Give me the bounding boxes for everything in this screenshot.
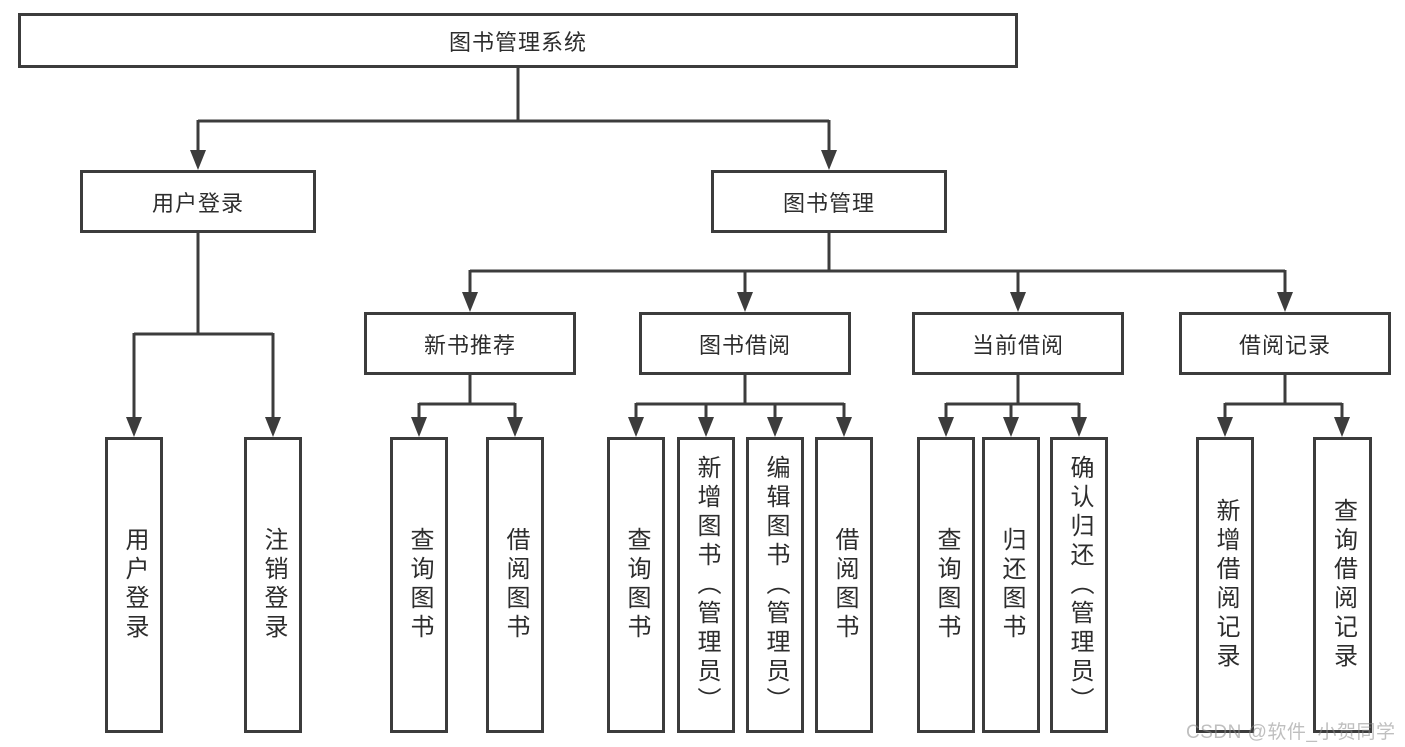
node-new-book-recommend-label: 新书推荐 <box>423 332 516 358</box>
node-library-management-system-label: 图书管理系统 <box>448 29 587 55</box>
node-book-management: 图书管理 <box>711 170 947 233</box>
node-current-borrow: 当前借阅 <box>912 312 1124 375</box>
leaf-add-borrow-record: 新增借阅记录 <box>1196 437 1254 733</box>
node-borrow-records: 借阅记录 <box>1179 312 1391 375</box>
arrow-down-icon <box>737 292 753 312</box>
arrow-down-icons <box>126 150 1350 437</box>
leaf-query-books-recommend: 查询图书 <box>390 437 448 733</box>
leaf-add-book-admin: 新增图书（管理员） <box>677 437 735 733</box>
arrow-down-icon <box>1010 292 1026 312</box>
leaf-query-borrow-record-label: 查询借阅记录 <box>1329 498 1357 672</box>
arrow-down-icon <box>1277 292 1293 312</box>
leaf-return-book-label: 归还图书 <box>998 527 1025 643</box>
node-current-borrow-label: 当前借阅 <box>971 332 1064 358</box>
leaf-query-borrow-record: 查询借阅记录 <box>1313 437 1372 733</box>
leaf-query-books-current: 查询图书 <box>917 437 975 733</box>
node-borrow-records-label: 借阅记录 <box>1238 332 1331 358</box>
leaf-add-book-admin-label: 新增图书（管理员） <box>693 454 720 716</box>
node-user-login: 用户登录 <box>80 170 316 233</box>
node-book-borrow-label: 图书借阅 <box>698 332 791 358</box>
leaf-logout: 注销登录 <box>244 437 302 733</box>
arrow-down-icon <box>462 292 478 312</box>
arrow-down-icon <box>1217 417 1233 437</box>
arrow-down-icon <box>938 417 954 437</box>
leaf-confirm-return-admin: 确认归还（管理员） <box>1050 437 1108 733</box>
leaf-edit-book-admin: 编辑图书（管理员） <box>746 437 804 733</box>
leaf-add-borrow-record-label: 新增借阅记录 <box>1212 498 1239 672</box>
leaf-user-login: 用户登录 <box>105 437 163 733</box>
leaf-borrow-books-recommend: 借阅图书 <box>486 437 544 733</box>
leaf-borrow-books-recommend-label: 借阅图书 <box>502 527 529 643</box>
arrow-down-icon <box>411 417 427 437</box>
leaf-borrow-books-label: 借阅图书 <box>831 527 858 643</box>
arrow-down-icon <box>767 417 783 437</box>
leaf-query-books-borrow-label: 查询图书 <box>623 527 650 643</box>
leaf-user-login-label: 用户登录 <box>121 527 148 643</box>
leaf-confirm-return-admin-label: 确认归还（管理员） <box>1066 454 1093 716</box>
node-book-borrow: 图书借阅 <box>639 312 851 375</box>
arrow-down-icon <box>507 417 523 437</box>
leaf-query-books-current-label: 查询图书 <box>933 527 960 643</box>
arrow-down-icon <box>265 417 281 437</box>
csdn-watermark: CSDN @软件_小贺同学 <box>1186 722 1396 743</box>
leaf-return-book: 归还图书 <box>982 437 1040 733</box>
arrow-down-icon <box>628 417 644 437</box>
arrow-down-icon <box>836 417 852 437</box>
node-library-management-system: 图书管理系统 <box>18 13 1018 68</box>
arrow-down-icon <box>126 417 142 437</box>
leaf-logout-label: 注销登录 <box>260 527 287 643</box>
leaf-query-books-borrow: 查询图书 <box>607 437 665 733</box>
arrow-down-icon <box>190 150 206 170</box>
connector-edges <box>132 68 1344 419</box>
leaf-edit-book-admin-label: 编辑图书（管理员） <box>762 454 789 716</box>
arrow-down-icon <box>821 150 837 170</box>
node-book-management-label: 图书管理 <box>782 190 875 216</box>
arrow-down-icon <box>1003 417 1019 437</box>
leaf-borrow-books: 借阅图书 <box>815 437 873 733</box>
leaf-query-books-recommend-label: 查询图书 <box>406 527 433 643</box>
arrow-down-icon <box>1334 417 1350 437</box>
arrow-down-icon <box>1071 417 1087 437</box>
node-user-login-label: 用户登录 <box>151 190 244 216</box>
arrow-down-icon <box>698 417 714 437</box>
node-new-book-recommend: 新书推荐 <box>364 312 576 375</box>
